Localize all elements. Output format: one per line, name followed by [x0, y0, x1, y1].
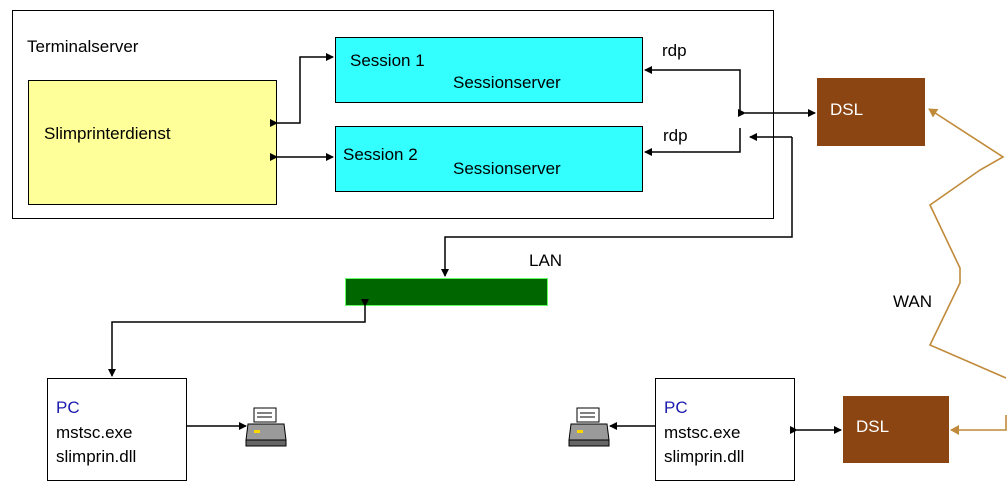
dsl-top-label: DSL: [830, 100, 864, 119]
pc-right-line2: slimprin.dll: [664, 447, 745, 466]
printer-right-icon: [568, 407, 610, 447]
link-service-session1: [270, 53, 334, 127]
lan-label: LAN: [529, 251, 563, 270]
pc-left-line1: mstsc.exe: [56, 423, 133, 442]
printer-service-box: [28, 80, 277, 205]
pc-left-box: [47, 378, 187, 481]
link-lan-pc-left: [108, 299, 369, 377]
link-lan-uplink: [441, 137, 793, 277]
terminal-server-label: Terminalserver: [27, 37, 139, 56]
session-2-server: Sessionserver: [453, 159, 561, 178]
dsl-bottom-box: [843, 396, 949, 463]
session-1-protocol: rdp: [662, 41, 687, 60]
session-1-name: Session 1: [350, 51, 425, 70]
pc-right-title: PC: [664, 398, 688, 417]
session-1-box: [335, 37, 643, 103]
pc-left-line2: slimprin.dll: [56, 447, 137, 466]
dsl-top-box: [817, 78, 925, 146]
pc-right-box: [655, 378, 795, 481]
link-session2-rdp: [644, 128, 741, 156]
wan-link: [928, 108, 1007, 379]
session-1-server: Sessionserver: [453, 73, 561, 92]
pc-right-line1: mstsc.exe: [664, 423, 741, 442]
link-session1-rdp: [644, 66, 741, 113]
pc-left-title: PC: [56, 398, 80, 417]
printer-service-label: Slimprinterdienst: [44, 124, 171, 143]
dsl-bottom-label: DSL: [856, 417, 890, 436]
session-2-name: Session 2: [343, 145, 418, 164]
wan-label: WAN: [893, 292, 933, 311]
lan-bar: [345, 278, 548, 306]
printer-left-icon: [245, 407, 287, 447]
session-2-box: [335, 126, 643, 192]
wan-link-bottom: [950, 415, 1007, 435]
session-2-protocol: rdp: [663, 126, 688, 145]
